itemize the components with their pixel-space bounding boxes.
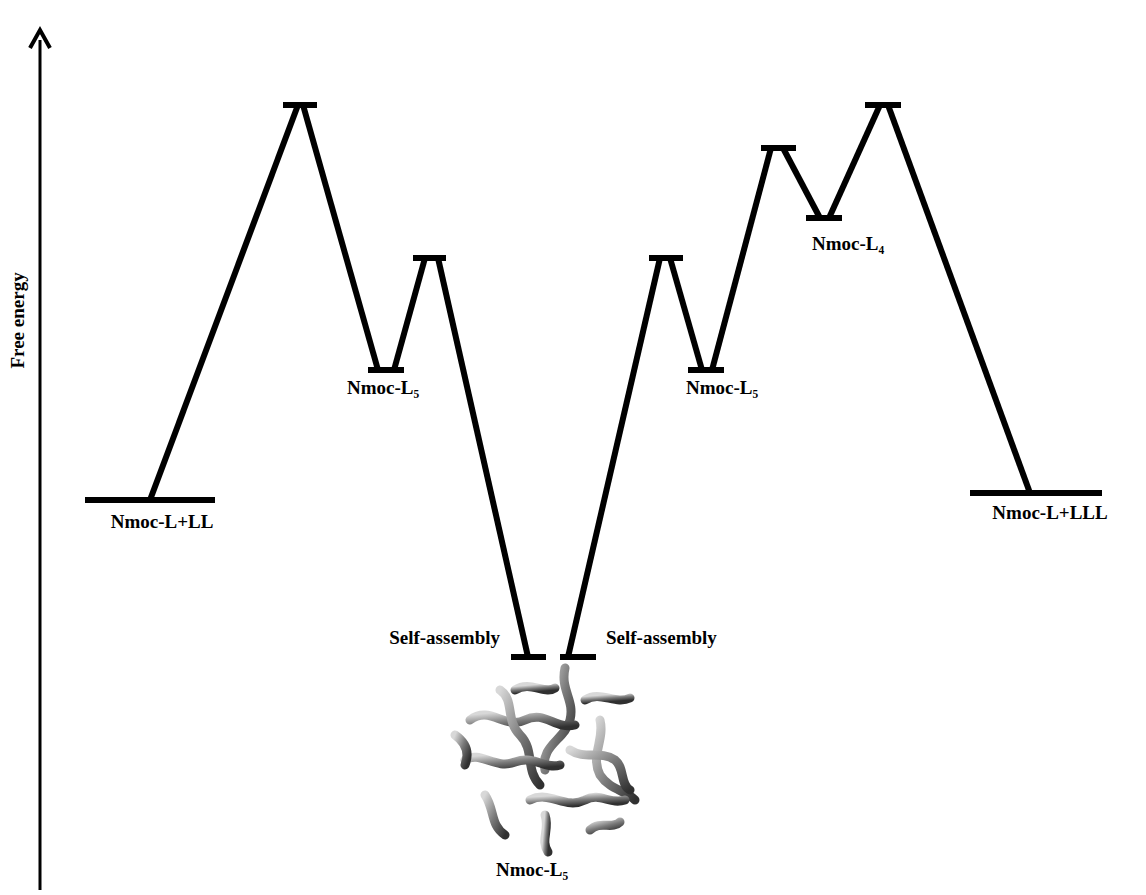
energy-levels: [85, 105, 1102, 657]
axis-arrowhead: [30, 30, 50, 48]
fiber-network: [455, 668, 635, 852]
process-label: Self-assembly: [606, 628, 717, 649]
axis-title: Free energy: [8, 272, 29, 368]
structure-label: Nmoc-L₅: [496, 860, 568, 881]
level-label: Nmoc-L+LL: [111, 512, 214, 533]
y-axis: [39, 40, 42, 890]
level-label: Nmoc-L+LLL: [992, 503, 1107, 524]
level-label: Nmoc-L₅: [686, 378, 758, 399]
reaction-path: [150, 105, 1030, 657]
level-label: Nmoc-L₅: [347, 378, 419, 399]
level-label: Nmoc-L₄: [812, 234, 884, 255]
process-label: Self-assembly: [389, 628, 500, 649]
